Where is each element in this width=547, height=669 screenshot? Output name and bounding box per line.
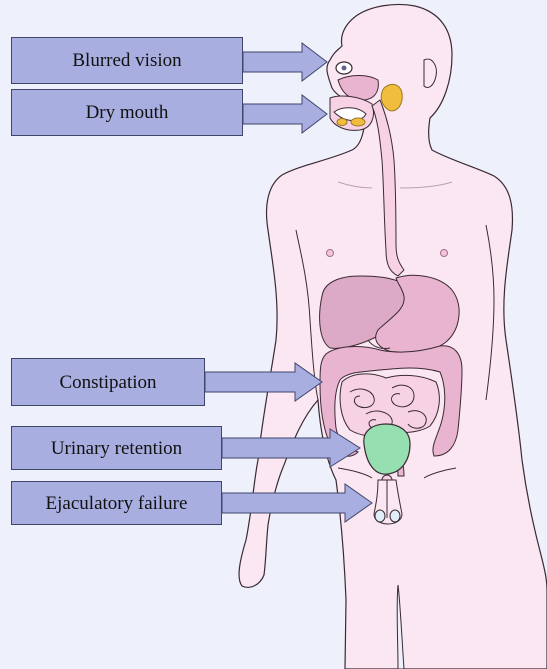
arrow-ejaculatory-failure [222,484,372,522]
label-urinary-retention: Urinary retention [11,426,222,470]
eye-pupil [342,66,347,71]
testis-right [390,510,400,522]
left-nipple [327,250,334,257]
label-ejaculatory-failure: Ejaculatory failure [11,481,222,525]
arrow-dry-mouth [243,95,327,133]
sublingual-gland [337,119,347,126]
label-dry-mouth: Dry mouth [11,89,243,136]
right-nipple [441,250,448,257]
label-blurred-vision: Blurred vision [11,37,243,84]
submandibular-gland [351,118,365,126]
arrow-blurred-vision [243,43,327,81]
label-constipation: Constipation [11,358,205,406]
parotid-gland [381,84,402,110]
testis-left [375,510,385,522]
